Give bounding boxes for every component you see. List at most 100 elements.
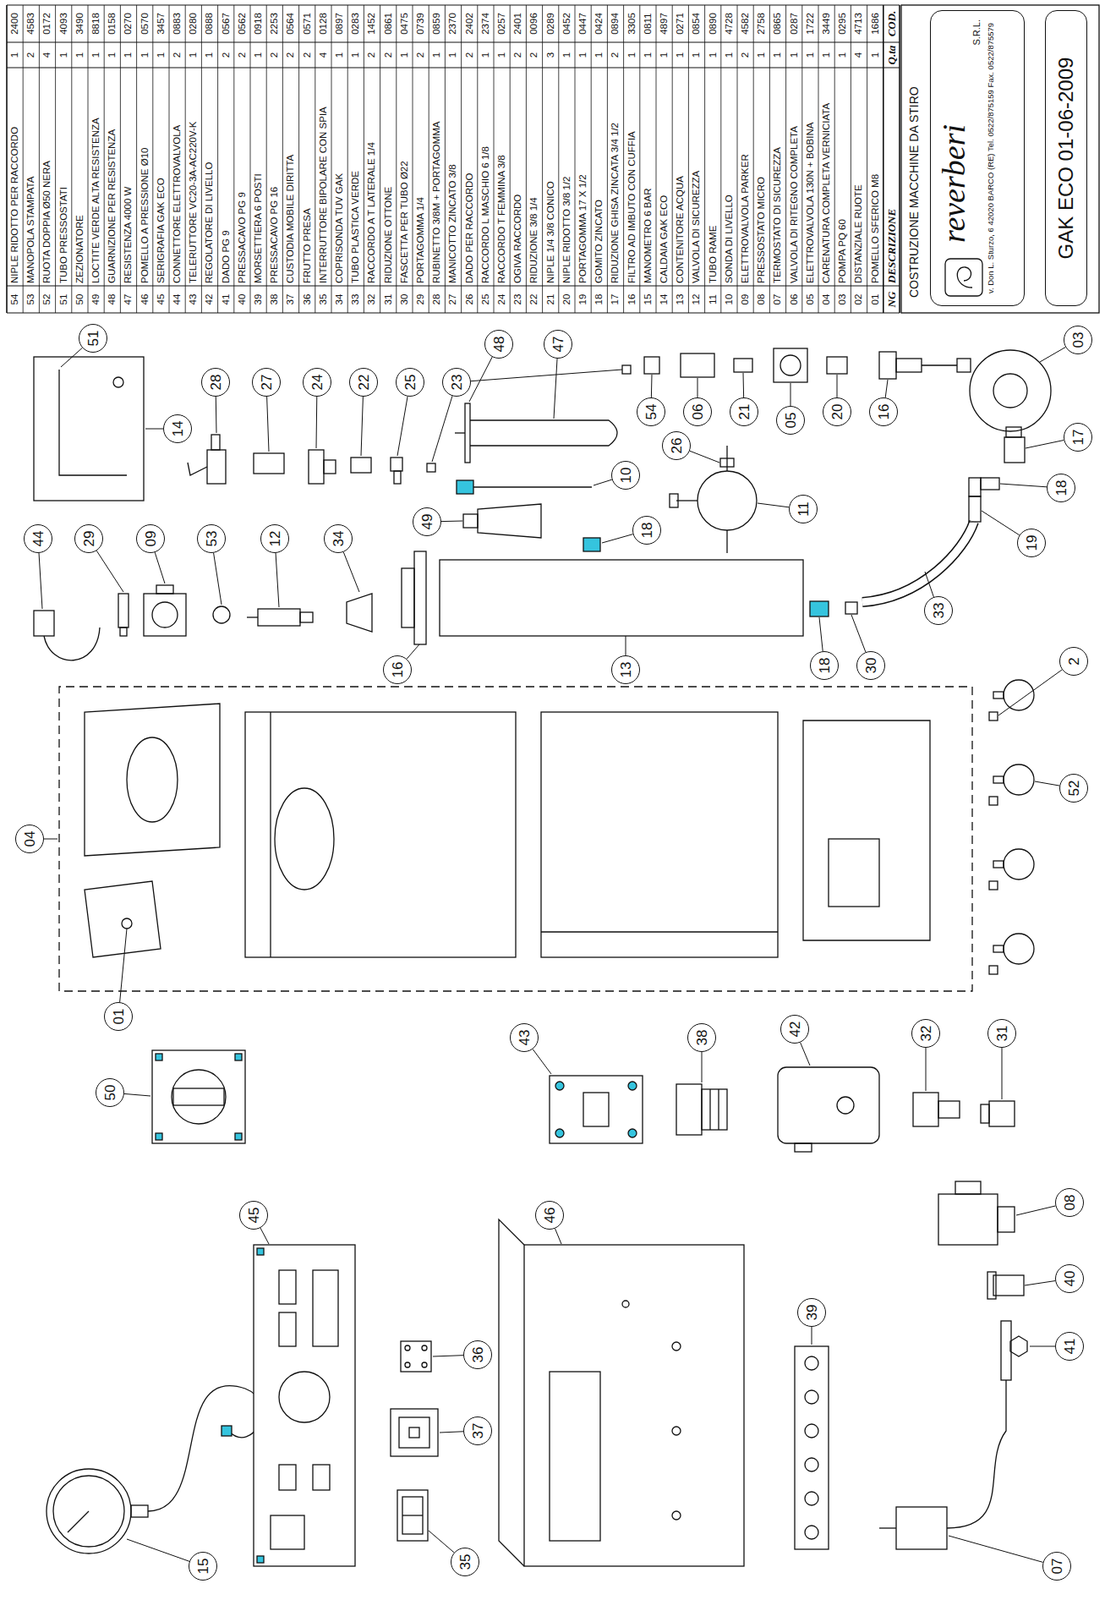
table-rule bbox=[54, 5, 56, 313]
casing-panels-part bbox=[84, 880, 161, 958]
hose-barb-part bbox=[968, 496, 981, 522]
leader-line bbox=[267, 396, 269, 452]
pressure-switch bbox=[938, 1181, 1015, 1245]
table-cell: 2 bbox=[509, 42, 526, 68]
callout-number: 34 bbox=[323, 524, 353, 553]
boiler-part bbox=[113, 377, 124, 388]
table-cell: 2 bbox=[607, 42, 624, 68]
table-rule bbox=[737, 5, 739, 313]
callout-number: 52 bbox=[1059, 773, 1089, 803]
table-cell: 44 bbox=[169, 285, 186, 313]
table-rule bbox=[785, 5, 787, 313]
leader-line bbox=[790, 382, 792, 406]
table-cell: RESISTENZA 4000 W bbox=[120, 67, 137, 286]
table-rule bbox=[688, 5, 690, 313]
funnel-filter-part bbox=[401, 568, 415, 628]
table-cell: PORTAGOMMA 1/4 bbox=[412, 67, 429, 286]
table-cell: 2 bbox=[363, 42, 380, 68]
table-cell: TERMOSTATO DI SICUREZZA bbox=[769, 67, 786, 286]
table-cell: 1 bbox=[769, 42, 786, 68]
table-cell: 1 bbox=[136, 42, 154, 68]
socket-housing bbox=[390, 1408, 438, 1456]
pressure-gauge-part bbox=[131, 1504, 148, 1517]
table-cell: 23 bbox=[509, 285, 526, 313]
table-cell: 2402 bbox=[461, 5, 478, 43]
table-cell: 8818 bbox=[87, 5, 104, 43]
isolator-switch-part bbox=[235, 1132, 242, 1140]
callout-number: 49 bbox=[412, 507, 442, 537]
castor-wheels-part bbox=[989, 796, 998, 805]
table-cell: 36 bbox=[299, 285, 316, 313]
leader-line bbox=[1025, 439, 1064, 449]
callout-number: 11 bbox=[788, 494, 818, 524]
table-rule bbox=[120, 5, 121, 313]
copper-tube-part bbox=[669, 493, 679, 508]
leader-line bbox=[316, 396, 318, 449]
sleeve-part bbox=[253, 453, 285, 474]
leader-line bbox=[397, 396, 408, 456]
table-cell: 1686 bbox=[867, 5, 884, 43]
table-rule bbox=[656, 5, 657, 313]
callout-number: 04 bbox=[15, 824, 44, 854]
plastic-hose-part bbox=[862, 521, 974, 602]
callout-number: 39 bbox=[797, 1297, 827, 1327]
olive-part bbox=[426, 463, 436, 472]
table-cell: PRESSACAVO PG 9 bbox=[234, 67, 251, 286]
table-cell: 48 bbox=[103, 285, 121, 313]
nut bbox=[1010, 1335, 1028, 1357]
table-cell: MANICOTTO ZINCATO 3/8 bbox=[444, 67, 461, 286]
callout-number: 22 bbox=[349, 367, 378, 397]
table-cell: 29 bbox=[412, 285, 429, 313]
callout-number: 09 bbox=[136, 524, 165, 553]
front-label-panel-part bbox=[278, 1312, 296, 1346]
table-cell: 0571 bbox=[299, 5, 316, 43]
table-cell: 1 bbox=[444, 42, 461, 68]
table-cell: 2 bbox=[266, 42, 283, 68]
level-regulator bbox=[777, 1066, 880, 1152]
callout-number: 21 bbox=[729, 397, 759, 427]
casing-panels-part bbox=[541, 711, 778, 958]
table-rule bbox=[395, 5, 397, 313]
isolator-switch-part bbox=[171, 1069, 226, 1124]
table-cell: 0894 bbox=[607, 5, 624, 43]
plastic-hose bbox=[862, 521, 974, 602]
socket-housing-part bbox=[390, 1408, 438, 1456]
table-cell: 0739 bbox=[412, 5, 429, 43]
terminal-block-part bbox=[804, 1491, 819, 1505]
table-cell: 2 bbox=[525, 42, 542, 68]
leader-line bbox=[60, 347, 83, 367]
socket-insert-part bbox=[421, 1345, 427, 1351]
casing-outline bbox=[59, 686, 973, 991]
table-cell: 54 bbox=[6, 285, 23, 313]
callout-number: 10 bbox=[611, 460, 641, 490]
table-rule bbox=[266, 5, 268, 313]
safety-thermostat-part bbox=[879, 1526, 897, 1528]
safety-valve-part bbox=[257, 608, 301, 626]
table-cell: 0859 bbox=[428, 5, 445, 43]
pressure-gauge-part bbox=[67, 1510, 89, 1532]
castor-wheels-part bbox=[989, 711, 998, 721]
table-cell: 1722 bbox=[802, 5, 819, 43]
table-cell: 1452 bbox=[363, 5, 380, 43]
safety-valve-part bbox=[246, 616, 258, 618]
table-rule bbox=[22, 5, 24, 313]
leader-line bbox=[439, 1431, 464, 1433]
table-cell: 0289 bbox=[542, 5, 559, 43]
solenoid-valve-part bbox=[152, 601, 178, 628]
table-cell: 1 bbox=[818, 42, 835, 68]
hose-barb bbox=[968, 496, 981, 522]
table-cell: 28 bbox=[428, 285, 445, 313]
logo-icon-part bbox=[957, 267, 973, 288]
casing-panels-part bbox=[121, 918, 132, 929]
table-cell: 14 bbox=[656, 285, 673, 313]
table-cell: 0897 bbox=[331, 5, 348, 43]
leader-line bbox=[361, 396, 363, 456]
heating-element-part bbox=[464, 403, 471, 463]
table-rule bbox=[607, 5, 608, 313]
table-header-cell: Q.ta bbox=[883, 42, 900, 68]
leader-line bbox=[701, 1051, 703, 1083]
table-cell: 1 bbox=[590, 42, 608, 68]
table-cell: 1 bbox=[493, 42, 510, 68]
copper-tube-part bbox=[726, 530, 728, 553]
